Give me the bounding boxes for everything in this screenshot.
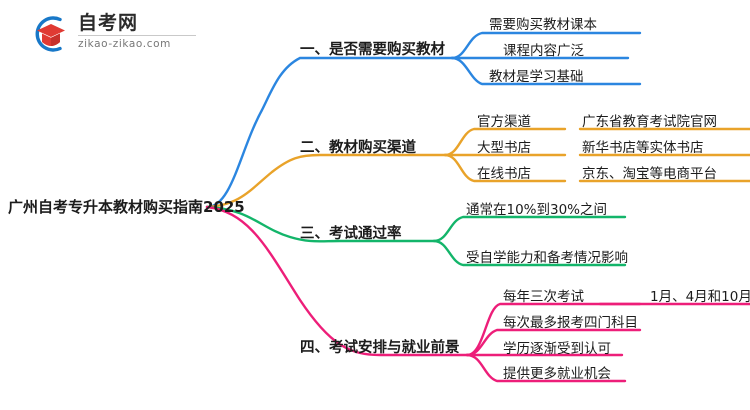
- wire-root-branch2: [205, 153, 447, 209]
- wire-branch3-child2: [432, 239, 627, 267]
- wire-root-branch3: [205, 205, 436, 243]
- branch-node-2[interactable]: 二、教材购买渠道: [300, 140, 416, 156]
- wire-root-branch4: [205, 205, 469, 357]
- branch-1-child-2[interactable]: 课程内容广泛: [503, 43, 584, 59]
- root-node[interactable]: 广州自考专升本教材购买指南2025: [8, 198, 245, 216]
- logo-domain: zikao-zikao.com: [78, 38, 171, 50]
- branch-1-child-3[interactable]: 教材是学习基础: [489, 69, 584, 85]
- logo-mark-icon: [35, 16, 65, 52]
- branch-1-child-1[interactable]: 需要购买教材课本: [489, 17, 597, 33]
- branch-4-child-2[interactable]: 每次最多报考四门科目: [503, 315, 638, 331]
- branch-2-child-1-leaf-1[interactable]: 广东省教育考试院官网: [582, 114, 717, 130]
- branch-2-child-2-leaf-1[interactable]: 新华书店等实体书店: [582, 140, 704, 156]
- wire-root-branch1: [205, 56, 454, 209]
- branch-3-child-1[interactable]: 通常在10%到30%之间: [466, 202, 608, 218]
- branch-4-child-1-leaf-1[interactable]: 1月、4月和10月: [650, 289, 750, 305]
- branch-4-child-4[interactable]: 提供更多就业机会: [503, 366, 611, 382]
- branch-2-child-3-leaf-1[interactable]: 京东、淘宝等电商平台: [582, 166, 717, 182]
- wire-branch3-child1: [432, 215, 627, 243]
- wire-branch1-child3: [450, 56, 642, 86]
- branch-4-child-1[interactable]: 每年三次考试: [503, 289, 584, 305]
- site-logo: 自考网 zikao-zikao.com: [30, 10, 210, 56]
- branch-2-child-1[interactable]: 官方渠道: [477, 114, 531, 130]
- branch-3-child-2[interactable]: 受自学能力和备考情况影响: [466, 250, 628, 266]
- logo-title: 自考网: [78, 12, 139, 34]
- branch-node-1[interactable]: 一、是否需要购买教材: [300, 42, 445, 58]
- branch-node-3[interactable]: 三、考试通过率: [300, 226, 402, 242]
- logo-text-block: 自考网 zikao-zikao.com: [78, 12, 208, 51]
- wire-branch4-child4: [465, 353, 627, 383]
- logo-divider: [78, 35, 196, 36]
- branch-node-4[interactable]: 四、考试安排与就业前景: [300, 340, 460, 356]
- branch-2-child-2[interactable]: 大型书店: [477, 140, 531, 156]
- branch-4-child-3[interactable]: 学历逐渐受到认可: [503, 341, 611, 357]
- branch-2-child-3[interactable]: 在线书店: [477, 166, 531, 182]
- wire-branch2-child3: [443, 153, 567, 183]
